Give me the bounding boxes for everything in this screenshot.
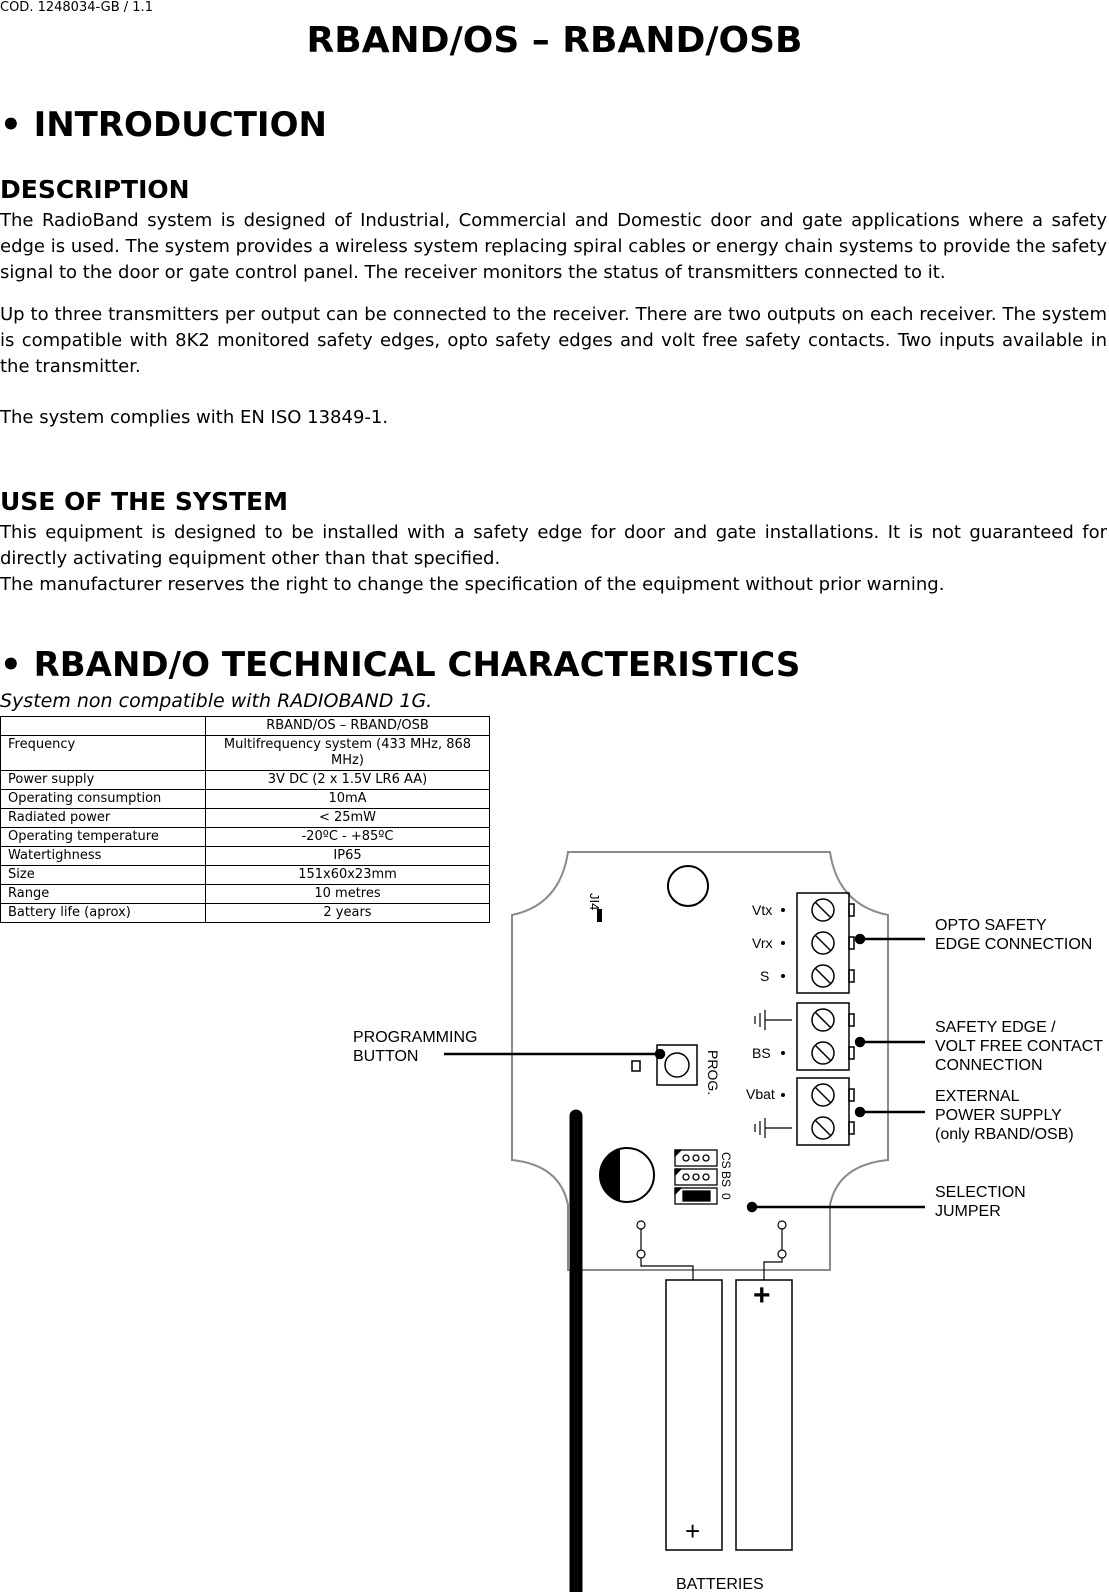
spec-label: Watertighness (0, 846, 206, 866)
callout-ext-line1: EXTERNAL (935, 1088, 1020, 1105)
callout-batteries: BATTERIES (676, 1576, 764, 1592)
spec-value: < 25mW (205, 808, 490, 828)
terminal-block-power (796, 1077, 855, 1146)
callout-leaders (444, 933, 925, 1213)
terminal-label-vrx: Vrx (752, 935, 772, 951)
terminal-label-s: S (760, 968, 769, 984)
spec-label: Battery life (aprox) (0, 903, 206, 923)
battery (735, 1279, 793, 1551)
subheading-use-of-system: USE OF THE SYSTEM (0, 487, 289, 516)
document-title: RBAND/OS – RBAND/OSB (306, 20, 803, 61)
selection-jumper (674, 1149, 718, 1205)
callout-sel-line1: SELECTION (935, 1184, 1026, 1201)
compatibility-note: System non compatible with RADIOBAND 1G. (0, 690, 433, 712)
spec-label: Operating consumption (0, 789, 206, 809)
terminal-block-safety-edge (796, 1002, 855, 1071)
terminal-dots (781, 908, 785, 1097)
battery-plus-bottom: + (685, 1516, 700, 1546)
document-code: COD. 1248034-GB / 1.1 (0, 0, 153, 15)
j4-label: JI4 (587, 893, 602, 910)
section-heading-introduction: • INTRODUCTION (0, 105, 327, 145)
callout-ext-line2: POWER SUPPLY (935, 1107, 1062, 1124)
battery (665, 1279, 723, 1551)
callout-prog-line1: PROGRAMMING (353, 1029, 477, 1046)
subheading-description: DESCRIPTION (0, 175, 190, 204)
buzzer (599, 1147, 655, 1203)
callout-sel-line2: JUMPER (935, 1203, 1001, 1220)
ground-symbol (754, 1118, 792, 1138)
spec-label: Radiated power (0, 808, 206, 828)
jumper-label-0: 0 (719, 1193, 733, 1200)
callout-safety-line3: CONNECTION (935, 1057, 1043, 1074)
terminal-label-vbat: Vbat (746, 1086, 775, 1102)
ground-symbol (754, 1010, 792, 1030)
terminal-label-vtx: Vtx (752, 902, 772, 918)
callout-opto-line2: EDGE CONNECTION (935, 936, 1092, 953)
terminal-label-bs: BS (752, 1045, 771, 1061)
spec-label: Power supply (0, 770, 206, 790)
use-paragraph-2: The manufacturer reserves the right to c… (0, 574, 945, 595)
terminal-block-opto (796, 892, 855, 994)
spec-value: 10 metres (205, 884, 490, 904)
led-indicator (631, 1060, 641, 1072)
table-row: Operating temperature-20ºC - +85ºC (0, 827, 490, 847)
callout-ext-line3: (only RBAND/OSB) (935, 1126, 1074, 1143)
callout-opto-line1: OPTO SAFETY (935, 917, 1047, 934)
mounting-hole (667, 865, 709, 907)
description-paragraph-3: The system complies with EN ISO 13849-1. (0, 407, 389, 428)
description-paragraph-1: The RadioBand system is designed of Indu… (0, 210, 1107, 283)
prog-label: PROG. (705, 1050, 721, 1095)
table-row: Radiated power< 25mW (0, 808, 490, 828)
callout-safety-line1: SAFETY EDGE / (935, 1019, 1056, 1036)
callout-prog-line2: BUTTON (353, 1048, 418, 1065)
battery-plus-top: + (753, 1279, 771, 1312)
jumper-label-bs: BS (719, 1171, 733, 1187)
j4-connector (597, 909, 602, 922)
programming-button-cap (664, 1052, 690, 1078)
spec-label: Frequency (0, 735, 206, 771)
jumper-label-cs: CS (719, 1152, 733, 1169)
description-paragraph-2: Up to three transmitters per output can … (0, 304, 1107, 377)
spec-label: Operating temperature (0, 827, 206, 847)
table-row: Battery life (aprox)2 years (0, 903, 490, 923)
use-paragraph-1: This equipment is designed to be install… (0, 522, 1107, 569)
programming-button (656, 1044, 698, 1086)
section-heading-technical: • RBAND/O TECHNICAL CHARACTERISTICS (0, 645, 801, 685)
spec-value: 2 years (205, 903, 490, 923)
battery-wires (636, 1220, 787, 1280)
buzzer-fill (600, 1149, 620, 1201)
callout-safety-line2: VOLT FREE CONTACT (935, 1038, 1103, 1055)
